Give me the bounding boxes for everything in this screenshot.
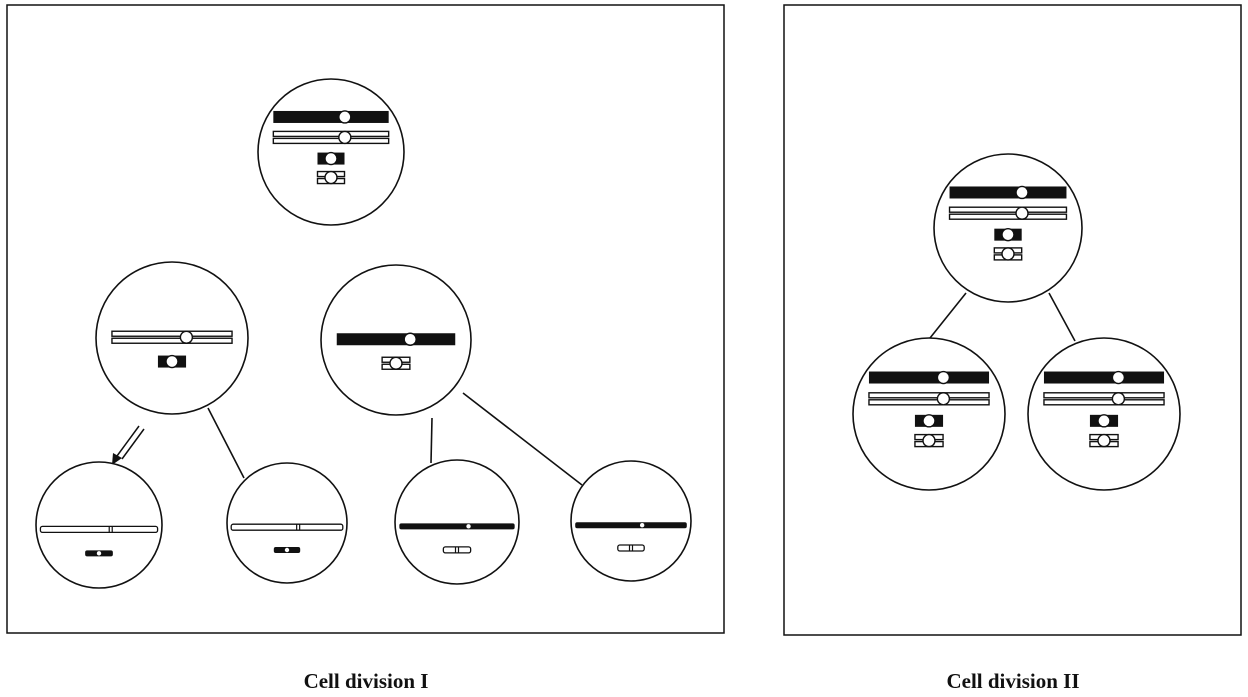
chromatid [868, 392, 990, 399]
cell-membrane [35, 461, 163, 589]
cell-membrane [1027, 337, 1181, 491]
centromere [1097, 414, 1111, 428]
chromatid [948, 206, 1068, 213]
chromatid [868, 399, 990, 406]
cell-membrane [570, 460, 692, 582]
chromatid [111, 330, 233, 337]
arrow-line [121, 428, 145, 460]
cell-d1-mid-right [320, 264, 472, 416]
centromere [403, 332, 417, 346]
cell-membrane [852, 337, 1006, 491]
chromosome [868, 371, 990, 384]
connector-line [1048, 292, 1076, 342]
cell-d1-bottom-1 [35, 461, 163, 589]
centromere [1015, 185, 1029, 200]
chromosome [949, 186, 1067, 199]
panel-frame-division-1 [6, 4, 725, 634]
centromere [1097, 433, 1111, 448]
centromere [1111, 370, 1126, 385]
panel-frame-division-2 [783, 4, 1242, 636]
chromosome [336, 333, 456, 346]
chromosome [442, 546, 472, 554]
centromere [936, 370, 951, 385]
centromere [165, 354, 179, 369]
connector-line [207, 407, 245, 479]
chromosome [399, 523, 515, 530]
cells-group [35, 78, 1181, 589]
cell-membrane [394, 459, 520, 585]
cell-d1-bottom-3 [394, 459, 520, 585]
centromere [1001, 227, 1015, 242]
centromere [389, 356, 403, 370]
centromere [922, 433, 936, 448]
centromere [324, 151, 338, 166]
chromosome [39, 525, 159, 534]
centromere [338, 110, 352, 124]
chromosome [230, 523, 344, 531]
cell-d2-daughter-right [1027, 337, 1181, 491]
chromatid [1043, 399, 1165, 406]
caption-division-1: Cell division I [303, 669, 429, 693]
centromere [1015, 206, 1029, 220]
centromere [179, 330, 194, 344]
chromosome [575, 522, 687, 529]
chromatid [272, 137, 390, 145]
cell-d2-parent [933, 153, 1083, 303]
cell-d2-daughter-left [852, 337, 1006, 491]
caption-division-2: Cell division II [946, 669, 1080, 693]
chromosome [273, 110, 389, 123]
centromere [338, 130, 352, 145]
centromere [284, 547, 290, 553]
centromere [1001, 247, 1015, 261]
chromatid [1043, 392, 1165, 399]
cell-d1-bottom-4 [570, 460, 692, 582]
connector-lines [112, 292, 1076, 486]
chromatid [272, 130, 390, 138]
centromere [1111, 392, 1126, 406]
connector-line [430, 417, 433, 464]
chromatid [948, 213, 1068, 220]
chromosome [617, 544, 645, 552]
cell-d1-parent [257, 78, 405, 226]
connector-line [462, 392, 583, 486]
cell-d1-bottom-2 [226, 462, 348, 584]
centromere [639, 523, 645, 528]
chromatid [111, 337, 233, 344]
chromosome [1043, 371, 1165, 384]
connector-line [929, 292, 967, 339]
centromere [324, 170, 338, 185]
centromere [922, 414, 936, 428]
centromere [96, 551, 102, 556]
centromere [936, 392, 951, 406]
centromere [466, 524, 471, 529]
arrow-head [112, 453, 122, 465]
cell-d1-mid-left [95, 261, 249, 415]
cell-membrane [226, 462, 348, 584]
arrow-line [116, 425, 140, 457]
